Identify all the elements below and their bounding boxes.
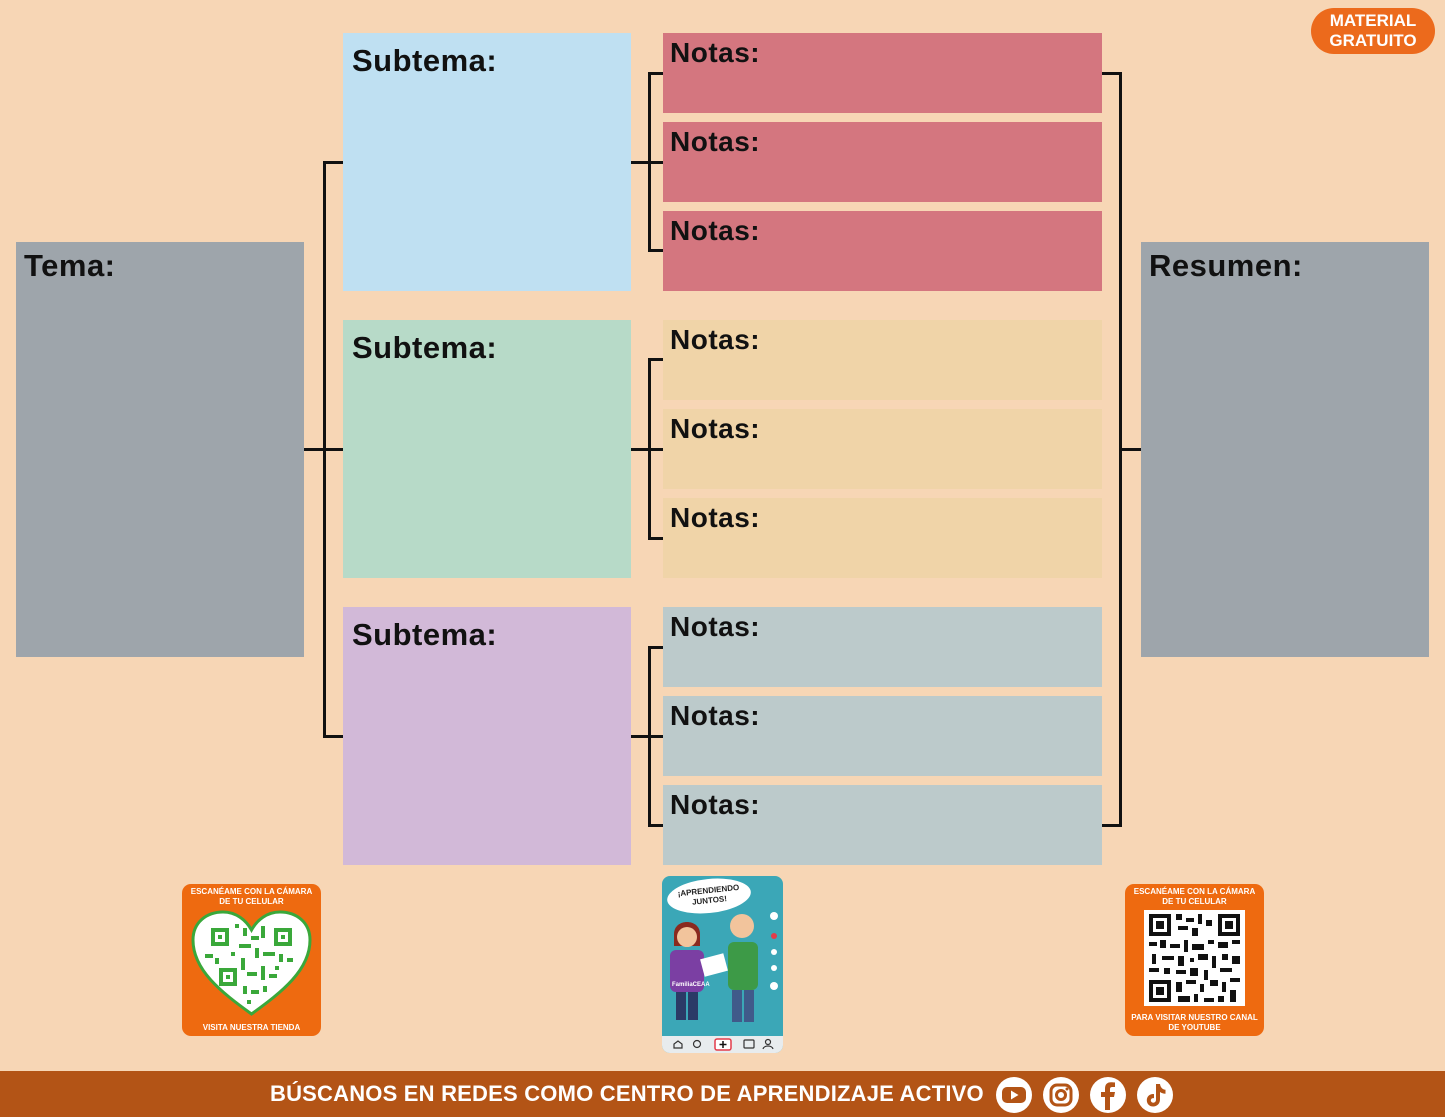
notas-box-3-3[interactable]: Notas: (663, 785, 1102, 865)
notas-box-1-3[interactable]: Notas: (663, 211, 1102, 291)
connector-line (323, 448, 343, 451)
notas-label: Notas: (670, 413, 761, 444)
connector-line (1119, 448, 1141, 451)
notas-box-2-1[interactable]: Notas: (663, 320, 1102, 400)
notas-label: Notas: (670, 502, 761, 533)
subtema-label: Subtema: (352, 330, 498, 365)
tiktok-icon[interactable] (1137, 1077, 1173, 1113)
notas-label: Notas: (670, 126, 761, 157)
resumen-label: Resumen: (1149, 248, 1303, 283)
qr-bottom-caption: PARA VISITAR NUESTRO CANAL DE YOUTUBE (1131, 1013, 1258, 1032)
connector-line (304, 448, 324, 451)
heart-qr-code-icon (191, 910, 312, 1016)
qr-bottom-caption: VISITA NUESTRA TIENDA (202, 1023, 301, 1032)
qr-code-icon (1144, 910, 1245, 1006)
instagram-icon[interactable] (1043, 1077, 1079, 1113)
subtema-box-3[interactable]: Subtema: (343, 607, 631, 865)
qr-top-caption: ESCANÉAME CON LA CÁMARA DE TU CELULAR (1133, 887, 1256, 906)
notas-box-3-1[interactable]: Notas: (663, 607, 1102, 687)
resumen-box[interactable]: Resumen: (1141, 242, 1429, 657)
qr-card-youtube[interactable]: ESCANÉAME CON LA CÁMARA DE TU CELULAR PA… (1125, 884, 1264, 1036)
notas-label: Notas: (670, 700, 761, 731)
tema-label: Tema: (24, 248, 116, 283)
tema-box[interactable]: Tema: (16, 242, 304, 657)
connector-line (648, 646, 663, 649)
notas-box-1-1[interactable]: Notas: (663, 33, 1102, 113)
notas-label: Notas: (670, 789, 761, 820)
notas-box-3-2[interactable]: Notas: (663, 696, 1102, 776)
connector-line (1102, 72, 1122, 75)
notas-label: Notas: (670, 324, 761, 355)
notas-box-2-3[interactable]: Notas: (663, 498, 1102, 578)
footer-bar: BÚSCANOS EN REDES COMO CENTRO DE APRENDI… (0, 1071, 1445, 1117)
connector-line (648, 358, 663, 361)
notas-box-2-2[interactable]: Notas: (663, 409, 1102, 489)
connector-line (648, 448, 663, 451)
youtube-icon[interactable] (996, 1077, 1032, 1113)
qr-top-caption: ESCANÉAME CON LA CÁMARA DE TU CELULAR (190, 887, 313, 906)
subtema-label: Subtema: (352, 617, 498, 652)
teachers-illustration-icon (670, 912, 778, 1022)
badge-line-2: GRATUITO (1329, 31, 1417, 50)
connector-line (323, 161, 343, 164)
connector-line (648, 161, 663, 164)
footer-text: BÚSCANOS EN REDES COMO CENTRO DE APRENDI… (270, 1081, 984, 1106)
connector-line (1102, 824, 1122, 827)
notas-label: Notas: (670, 611, 761, 642)
phone-handle: FamiliaCEAA (672, 982, 710, 988)
notas-label: Notas: (670, 215, 761, 246)
badge-line-1: MATERIAL (1329, 11, 1417, 30)
subtema-label: Subtema: (352, 43, 498, 78)
qr-card-tienda[interactable]: ESCANÉAME CON LA CÁMARA DE TU CELULAR VI… (182, 884, 321, 1036)
connector-line (631, 448, 649, 451)
connector-line (631, 735, 649, 738)
connector-line (631, 161, 649, 164)
connector-line (648, 824, 663, 827)
notas-label: Notas: (670, 37, 761, 68)
connector-line (648, 735, 663, 738)
connector-line (648, 249, 663, 252)
connector-line (323, 735, 343, 738)
notas-box-1-2[interactable]: Notas: (663, 122, 1102, 202)
subtema-box-2[interactable]: Subtema: (343, 320, 631, 578)
facebook-icon[interactable] (1090, 1077, 1126, 1113)
tiktok-phone-preview[interactable]: ¡APRENDIENDO JUNTOS! FamiliaCEAA (662, 876, 783, 1053)
subtema-box-1[interactable]: Subtema: (343, 33, 631, 291)
phone-navbar (662, 1036, 783, 1053)
connector-line (648, 537, 663, 540)
connector-line (648, 72, 663, 75)
material-gratuito-badge: MATERIAL GRATUITO (1311, 8, 1435, 54)
